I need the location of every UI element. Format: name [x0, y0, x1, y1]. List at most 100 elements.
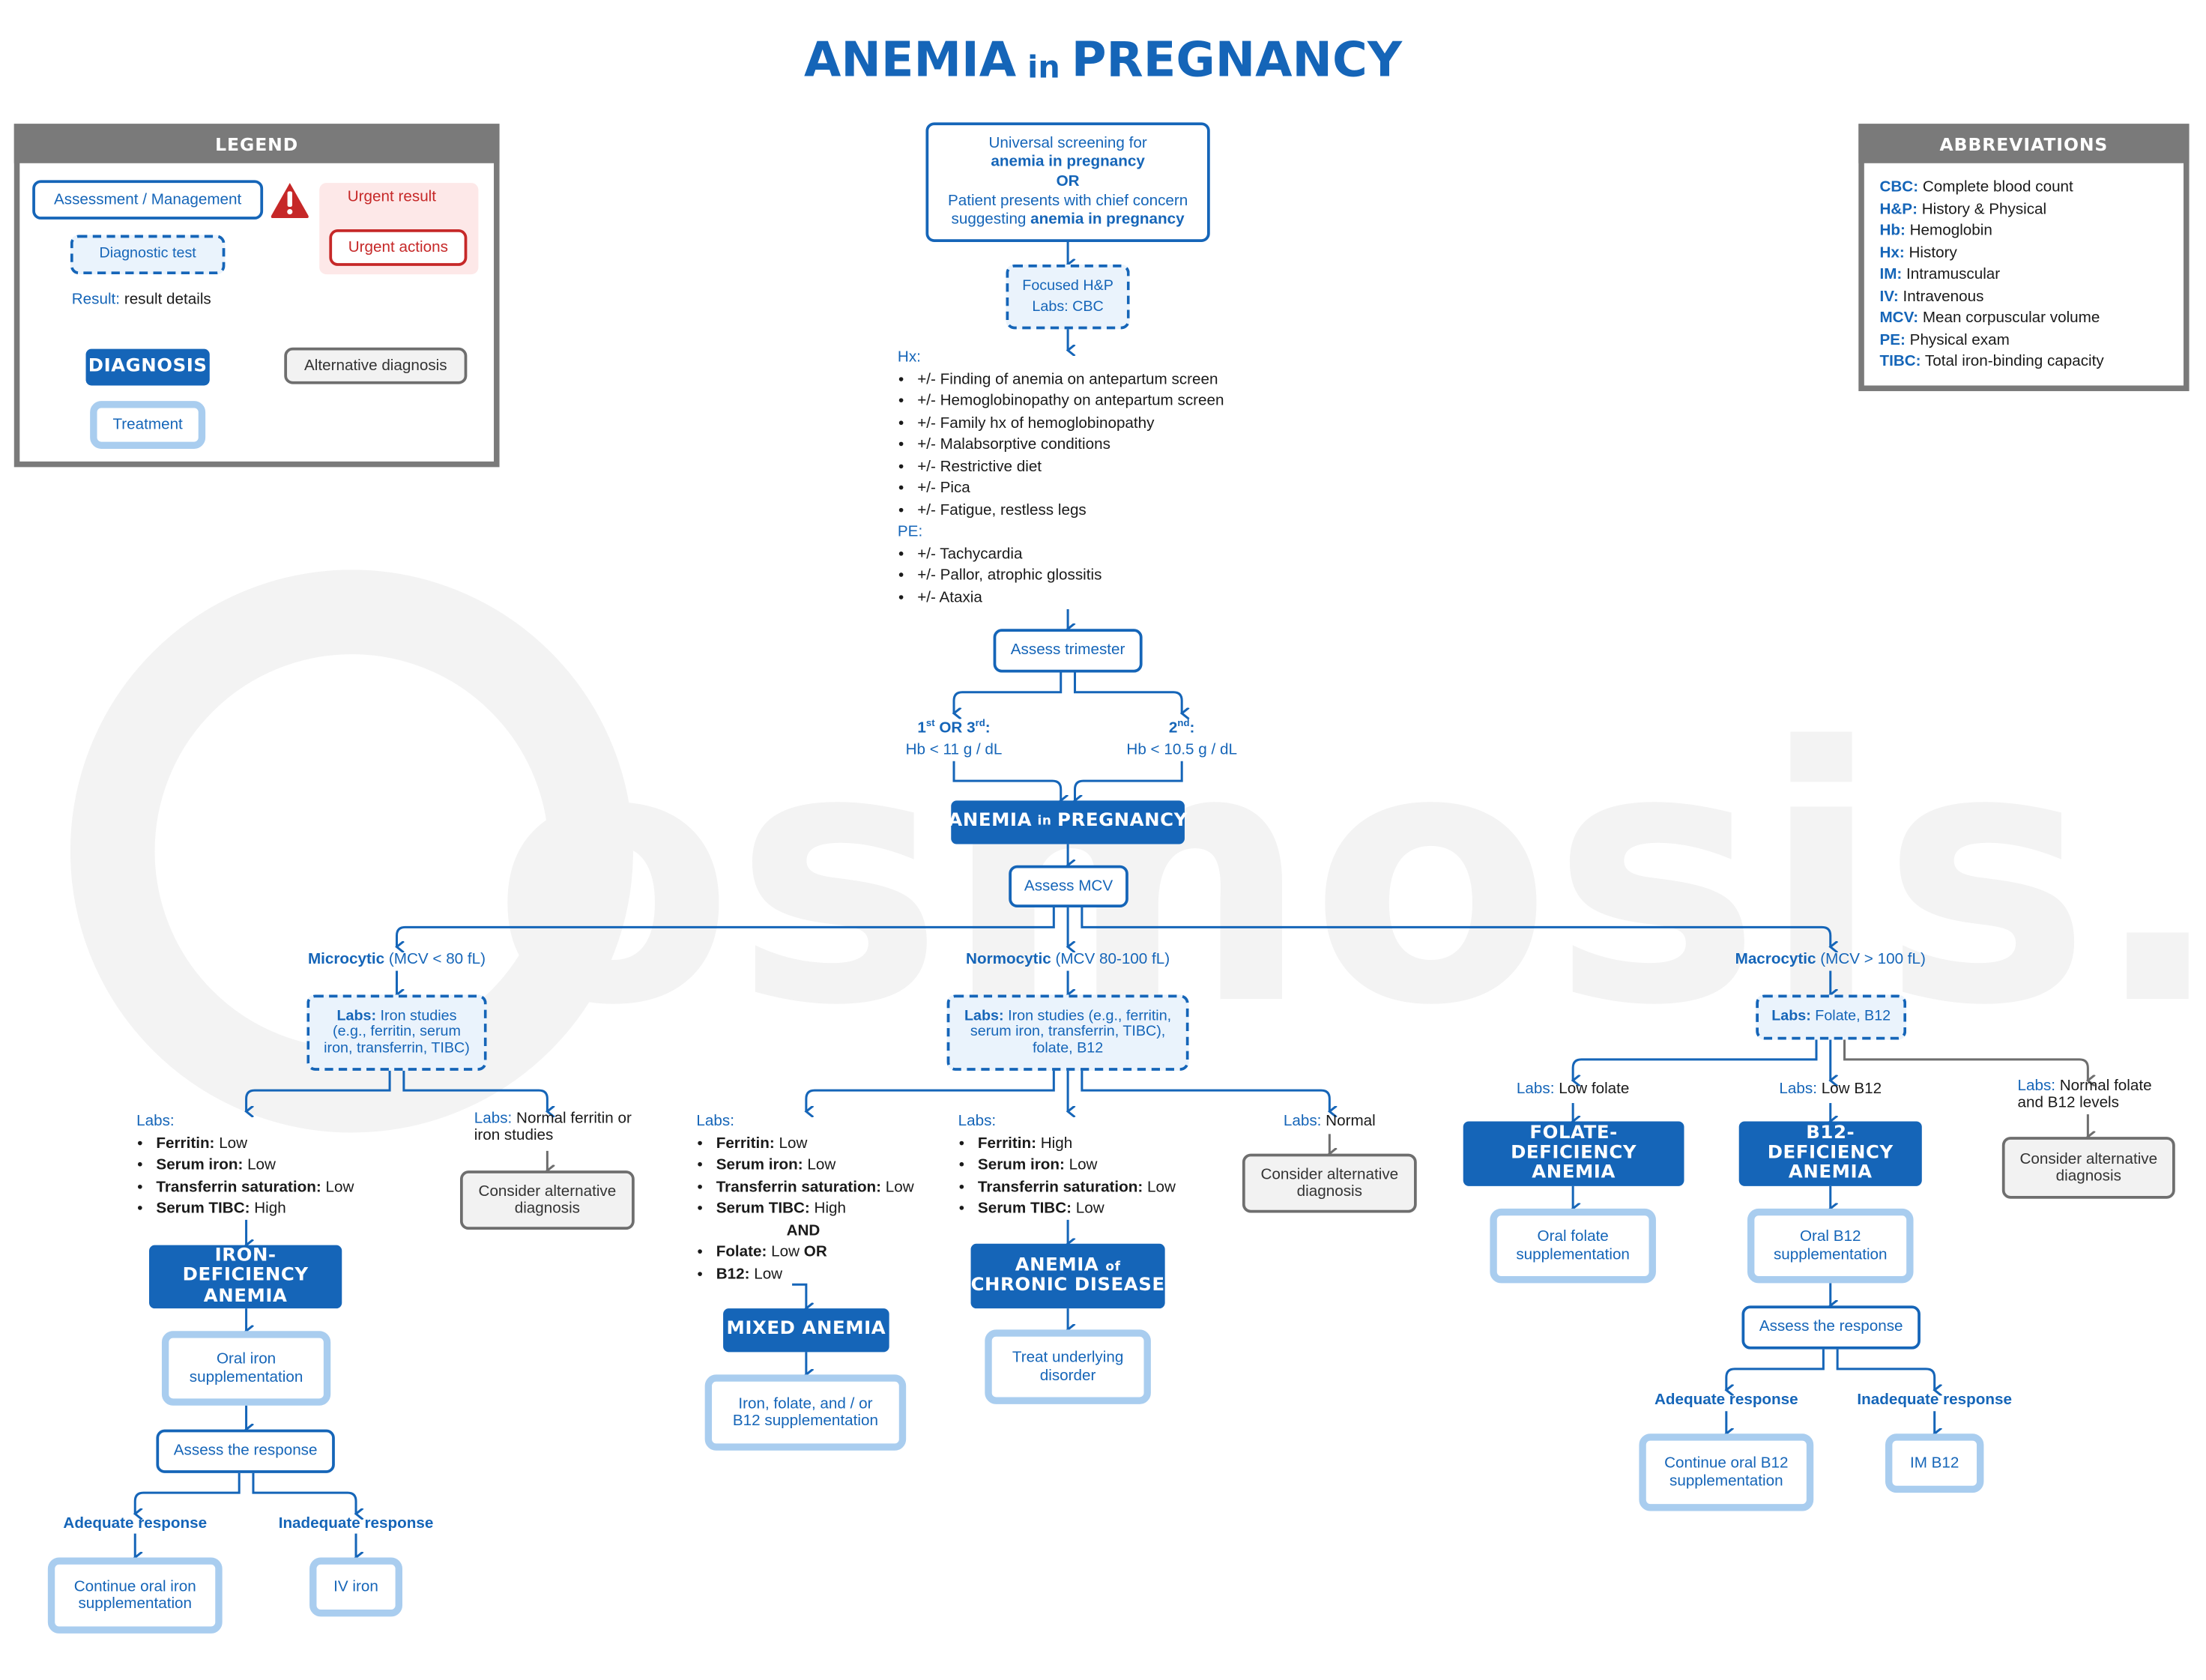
micro-inadequate-response: Inadequate response	[278, 1515, 434, 1532]
iron-deficiency-anemia-diagnosis: IRON-DEFICIENCY ANEMIA	[149, 1245, 342, 1309]
trimester-2-title: 2nd:	[1169, 713, 1194, 739]
folate-deficiency-anemia-diagnosis: FOLATE-DEFICIENCY ANEMIA	[1463, 1121, 1684, 1186]
focused-hp-box: Focused H&P Labs: CBC	[1006, 264, 1130, 330]
lab-item-value: Low	[243, 1156, 276, 1173]
lab-item-key: Ferritin:	[977, 1134, 1036, 1152]
lab-item-value: Low	[1072, 1200, 1104, 1218]
lab-item: Serum iron: Low	[156, 1155, 417, 1177]
legend-result-details: result details	[124, 291, 211, 309]
abbreviation-definition: Intramuscular	[1906, 265, 2001, 283]
mixed-anemia-labs: Labs: Ferritin: LowSerum iron: LowTransf…	[696, 1111, 949, 1286]
legend-diagnostic-test: Diagnostic test	[70, 235, 226, 275]
lab-item-key: Serum iron:	[977, 1156, 1065, 1173]
lab-item-value: High	[1036, 1134, 1073, 1152]
micro-labs-label: Labs:	[336, 1006, 377, 1024]
hx-item: +/- Fatigue, restless legs	[917, 500, 1263, 522]
abbreviation-definition: Complete blood count	[1922, 178, 2073, 196]
tri-left-a: 1	[917, 719, 926, 737]
lab-item-key: Ferritin:	[716, 1134, 775, 1152]
macro-adequate-response: Adequate response	[1654, 1391, 1798, 1409]
acd-a: ANEMIA	[1015, 1254, 1099, 1276]
hx-label: Hx:	[897, 348, 921, 366]
legend-urgent-result: Urgent result	[347, 188, 437, 206]
continue-oral-b12: Continue oral B12 supplementation	[1639, 1433, 1814, 1511]
ida-labs-list: Ferritin: LowSerum iron: LowTransferrin …	[136, 1133, 418, 1220]
abbreviation-term: TIBC:	[1879, 353, 1921, 370]
oral-b12-treatment: Oral B12 supplementation	[1747, 1208, 1914, 1284]
legend-alternative-diagnosis: Alternative diagnosis	[284, 347, 468, 384]
tri-left-colon: :	[985, 719, 991, 737]
abbreviations-header: ABBREVIATIONS	[1858, 124, 2190, 163]
microcytic-range: (MCV < 80 fL)	[384, 951, 486, 968]
title-in: in	[1027, 49, 1060, 85]
tri-left-a-sup: st	[925, 718, 935, 728]
lab-item-extra: OR	[803, 1243, 827, 1261]
abbreviation-row: Hx: History	[1879, 243, 2103, 265]
abbreviation-row: MCV: Mean corpuscular volume	[1879, 308, 2103, 330]
pe-item-text: +/- Ataxia	[917, 588, 982, 606]
micro-adequate-response: Adequate response	[63, 1515, 208, 1532]
abbreviation-term: H&P:	[1879, 200, 1918, 218]
lab-item-key: B12:	[716, 1265, 750, 1283]
lab-item-key: Transferrin saturation:	[716, 1178, 882, 1196]
lab-item-value: Low	[1064, 1156, 1098, 1173]
lab-item-value: Low	[749, 1265, 783, 1283]
hx-list: +/- Finding of anemia on antepartum scre…	[898, 369, 1263, 522]
mixed-anemia-treatment: Iron, folate, and / or B12 supplementati…	[704, 1374, 907, 1451]
focused-hp-title: Focused H&P	[1022, 277, 1113, 294]
trimester-1-3-hb: Hb < 11 g / dL	[905, 742, 1003, 759]
hx-item: +/- Malabsorptive conditions	[917, 435, 1263, 456]
macro-consider-alternative: Consider alternative diagnosis	[2001, 1137, 2175, 1199]
anemia-chronic-disease-diagnosis: ANEMIA of CHRONIC DISEASE	[970, 1243, 1165, 1309]
normocytic-label: Normocytic (MCV 80-100 fL)	[914, 949, 1221, 970]
tri-left-b: 3	[967, 719, 976, 737]
assess-trimester-box: Assess trimester	[993, 629, 1143, 673]
normo-labs-text: Iron studies (e.g., ferritin, serum iron…	[970, 1006, 1172, 1057]
hx-item-text: +/- Family hx of hemoglobinopathy	[917, 414, 1155, 432]
normocytic-range: (MCV 80-100 fL)	[1051, 951, 1170, 968]
macrocytic-range: (MCV > 100 fL)	[1816, 951, 1926, 968]
hx-item: +/- Pica	[917, 478, 1263, 500]
lab-item-key: Serum TIBC:	[977, 1200, 1072, 1218]
hx-item-text: +/- Malabsorptive conditions	[917, 436, 1110, 453]
abbreviation-term: IV:	[1879, 287, 1899, 305]
macrocytic-label: Macrocytic (MCV > 100 fL)	[1688, 949, 1972, 970]
abbreviation-row: Hb: Hemoglobin	[1879, 221, 2103, 243]
acd-b: CHRONIC DISEASE	[970, 1275, 1165, 1296]
microcytic-label: Microcytic (MCV < 80 fL)	[256, 949, 538, 970]
abbreviation-definition: Intravenous	[1903, 287, 1984, 305]
chronic-labs-label: Labs:	[958, 1113, 997, 1130]
title-rest: PREGNANCY	[1071, 32, 1403, 89]
start-or: OR	[1056, 172, 1080, 190]
abbreviation-row: H&P: History & Physical	[1879, 199, 2103, 221]
normocytic-title: Normocytic	[966, 951, 1051, 968]
normocytic-labs-box: Labs: Iron studies (e.g., ferritin, seru…	[946, 994, 1189, 1071]
title-main: ANEMIA	[804, 32, 1017, 89]
micro-labs-text: Iron studies (e.g., ferritin, serum iron…	[324, 1006, 470, 1057]
lab-item-key: Serum iron:	[156, 1156, 244, 1173]
watermark-text: osmosis.org	[492, 672, 2195, 1082]
normal-ferritin-labs: Labs: Normal ferritin or iron studies	[474, 1111, 643, 1143]
normal-folate-b12-text: Normal folate and B12 levels	[2017, 1078, 2152, 1111]
anemia-dx-in: in	[1037, 814, 1052, 829]
macro-labs-label: Labs:	[1771, 1007, 1811, 1025]
low-b12-label: Labs:	[1779, 1080, 1817, 1098]
abbreviation-definition: Total iron-binding capacity	[1924, 353, 2104, 370]
pe-item-text: +/- Tachycardia	[917, 545, 1023, 563]
pe-list: +/- Tachycardia+/- Pallor, atrophic glos…	[898, 544, 1263, 609]
lab-item: Transferrin saturation: Low	[156, 1177, 417, 1199]
iron-deficiency-labs: Labs: Ferritin: LowSerum iron: LowTransf…	[136, 1111, 418, 1221]
hx-item-text: +/- Hemoglobinopathy on antepartum scree…	[917, 392, 1224, 410]
start-line-4b: anemia in pregnancy	[1030, 211, 1185, 229]
lab-item-key: Serum TIBC:	[716, 1200, 810, 1218]
lab-item: Serum iron: Low	[978, 1155, 1212, 1177]
lab-item-key: Transferrin saturation:	[977, 1178, 1143, 1196]
legend-result: Result: result details	[72, 290, 211, 310]
history-exam-section: Hx: +/- Finding of anemia on antepartum …	[898, 348, 1263, 609]
microcytic-labs-box: Labs: Iron studies (e.g., ferritin, seru…	[306, 994, 487, 1071]
abbreviation-definition: History	[1909, 244, 1957, 262]
continue-oral-iron: Continue oral iron supplementation	[47, 1557, 223, 1634]
abbreviation-row: CBC: Complete blood count	[1879, 178, 2103, 199]
